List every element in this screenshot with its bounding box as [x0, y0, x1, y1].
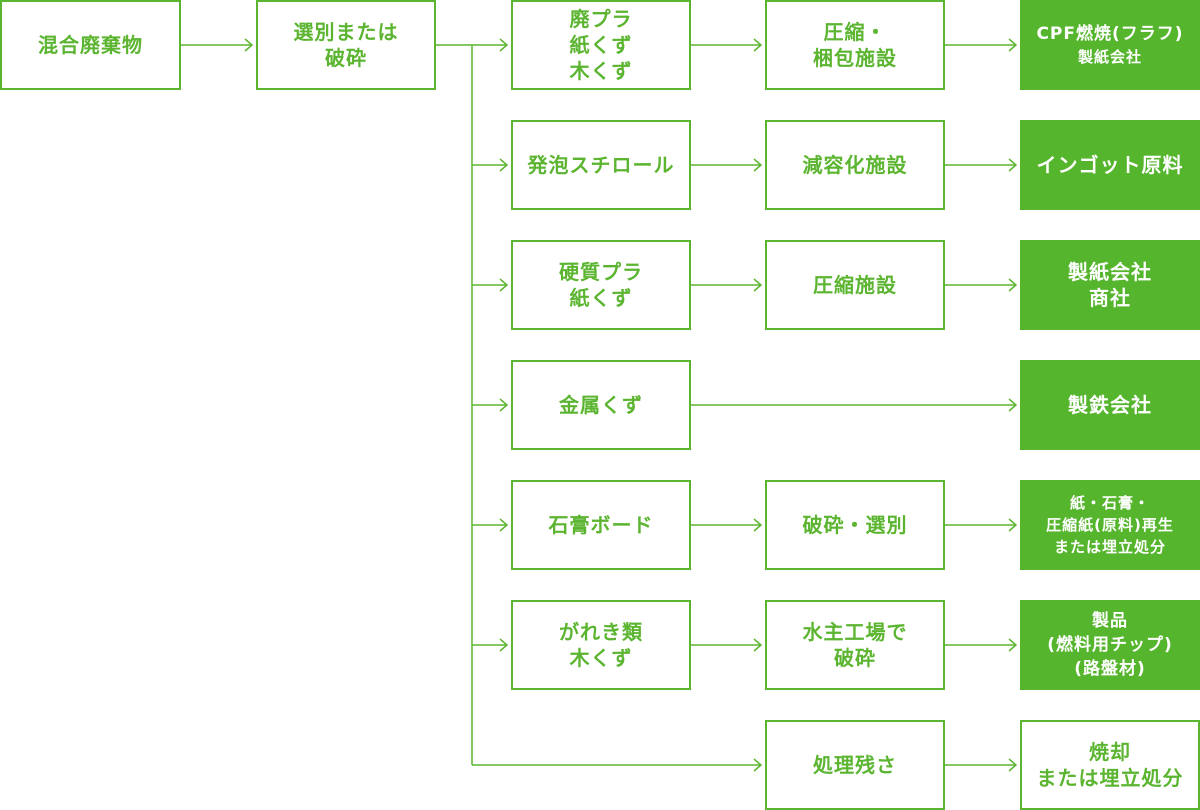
- destination-box-gypsum-recycle: 紙・石膏・ 圧縮紙(原料)再生 または埋立処分: [1020, 480, 1200, 570]
- arrowhead: [1008, 398, 1018, 412]
- material-line: 木くず: [569, 59, 633, 83]
- material-line: 木くず: [569, 646, 633, 670]
- process-line: 圧縮施設: [813, 273, 897, 297]
- process-line: 破砕・選別: [802, 513, 908, 537]
- material-box-metal-scrap: 金属くず: [511, 360, 691, 450]
- process-box-compression-packing: 圧縮・ 梱包施設: [765, 0, 945, 90]
- arrowhead: [499, 398, 509, 412]
- process-box-volume-reduction: 減容化施設: [765, 120, 945, 210]
- destination-line: または埋立処分: [1053, 538, 1166, 556]
- arrowhead: [499, 38, 509, 52]
- source-box: 混合廃棄物: [0, 0, 181, 90]
- process-box-residue: 処理残さ: [765, 720, 945, 810]
- arrowhead: [753, 278, 763, 292]
- material-line: 金属くず: [559, 393, 643, 417]
- arrowhead: [753, 638, 763, 652]
- destination-line: 商社: [1089, 286, 1131, 310]
- material-box-hard-plastic: 硬質プラ 紙くず: [511, 240, 691, 330]
- destination-line: または埋立処分: [1036, 766, 1184, 790]
- arrowhead: [499, 278, 509, 292]
- arrowhead: [753, 518, 763, 532]
- material-line: 紙くず: [569, 286, 633, 310]
- arrowhead: [753, 38, 763, 52]
- sort-label-line-1: 選別または: [293, 20, 399, 44]
- arrowhead: [1008, 38, 1018, 52]
- arrowhead: [499, 518, 509, 532]
- destination-line: 紙・石膏・: [1069, 494, 1150, 512]
- arrowhead: [1008, 758, 1018, 772]
- process-box-mizunushi-crush: 水主工場で 破砕: [765, 600, 945, 690]
- destination-box-cpf: CPF燃焼(フラフ) 製紙会社: [1020, 0, 1200, 90]
- material-box-styrofoam: 発泡スチロール: [511, 120, 691, 210]
- destination-line: 製品: [1092, 611, 1128, 631]
- destination-line: 製鉄会社: [1068, 393, 1152, 417]
- arrowhead: [753, 158, 763, 172]
- arrowhead: [753, 758, 763, 772]
- arrowhead: [1008, 278, 1018, 292]
- material-box-waste-plastic: 廃プラ 紙くず 木くず: [511, 0, 691, 90]
- process-line: 圧縮・: [823, 20, 887, 44]
- material-line: 発泡スチロール: [527, 153, 675, 177]
- destination-line: 製紙会社: [1077, 48, 1142, 66]
- arrowhead: [1008, 638, 1018, 652]
- source-label: 混合廃棄物: [38, 33, 143, 57]
- material-line: 石膏ボード: [548, 513, 654, 537]
- process-line: 処理残さ: [813, 753, 897, 777]
- arrowhead: [1008, 158, 1018, 172]
- sort-label-line-2: 破砕: [325, 46, 367, 70]
- material-line: がれき類: [559, 620, 643, 644]
- destination-box-steel: 製鉄会社: [1020, 360, 1200, 450]
- process-line: 梱包施設: [813, 46, 897, 70]
- material-box-gypsum-board: 石膏ボード: [511, 480, 691, 570]
- material-box-rubble-wood: がれき類 木くず: [511, 600, 691, 690]
- process-box-compression: 圧縮施設: [765, 240, 945, 330]
- destination-line: 焼却: [1089, 740, 1131, 764]
- arrowhead: [1008, 518, 1018, 532]
- arrowhead: [499, 158, 509, 172]
- material-line: 紙くず: [569, 33, 633, 57]
- process-line: 破砕: [834, 646, 876, 670]
- arrowhead: [499, 638, 509, 652]
- process-box-crush-sort: 破砕・選別: [765, 480, 945, 570]
- destination-box-paper-trading: 製紙会社 商社: [1020, 240, 1200, 330]
- destination-line: CPF燃焼(フラフ): [1036, 24, 1184, 44]
- destination-line: (燃料用チップ): [1047, 635, 1173, 655]
- destination-box-products: 製品 (燃料用チップ) (路盤材): [1020, 600, 1200, 690]
- process-line: 水主工場で: [802, 620, 908, 644]
- arrowhead: [244, 38, 254, 52]
- process-line: 減容化施設: [802, 153, 908, 177]
- destination-box-ingot: インゴット原料: [1020, 120, 1200, 210]
- destination-line: 製紙会社: [1068, 260, 1152, 284]
- material-line: 廃プラ: [569, 7, 633, 31]
- destination-line: 圧縮紙(原料)再生: [1046, 516, 1174, 534]
- destination-box-incinerate-landfill: 焼却 または埋立処分: [1020, 720, 1200, 810]
- destination-line: インゴット原料: [1036, 153, 1184, 177]
- sort-or-crush-box: 選別または 破砕: [256, 0, 436, 90]
- destination-line: (路盤材): [1074, 659, 1146, 679]
- material-line: 硬質プラ: [559, 260, 643, 284]
